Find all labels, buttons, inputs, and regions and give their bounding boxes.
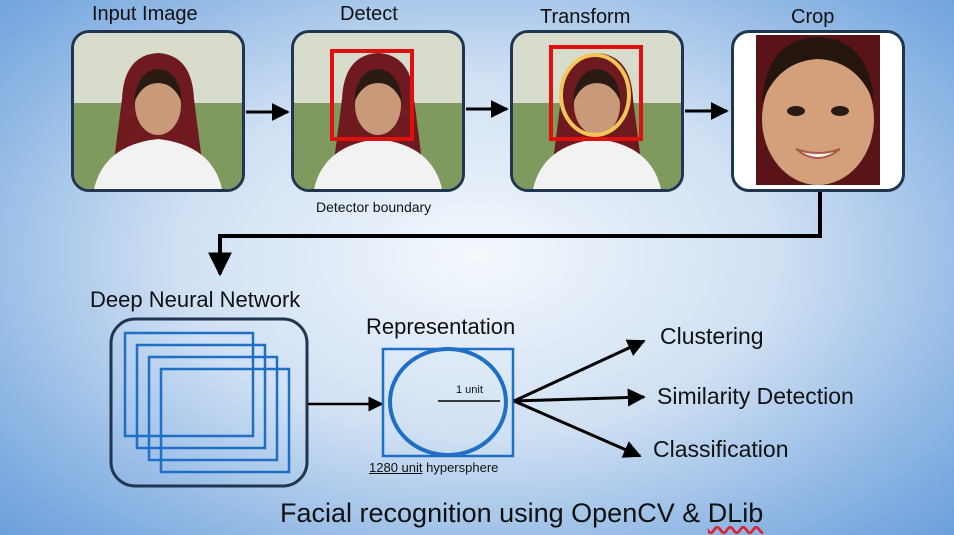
transform-frame: [510, 30, 684, 192]
hypersphere-caption: 1280 unit hypersphere: [369, 460, 498, 475]
footer-title-dlib: DLib: [707, 498, 764, 528]
transform-portrait-image: [513, 33, 681, 189]
clustering-label: Clustering: [660, 323, 764, 349]
network-layer-2: [135, 343, 267, 450]
classification-label: Classification: [653, 436, 789, 462]
arrow-to-similarity: [513, 388, 646, 407]
transform-alignment-ellipse: [559, 53, 631, 137]
input-image-frame: [71, 30, 245, 192]
hypersphere-word: hypersphere: [422, 460, 499, 475]
crop-label: Crop: [791, 6, 835, 28]
network-layer-1: [123, 331, 255, 438]
arrow-crop-to-network: [208, 192, 822, 277]
footer-title: Facial recognition using OpenCV & DLib: [280, 498, 763, 529]
hypersphere-size: 1280 unit: [369, 460, 423, 475]
network-layer-4: [159, 367, 291, 474]
deep-neural-network-label: Deep Neural Network: [90, 287, 301, 312]
crop-frame: [731, 30, 905, 192]
arrow-to-classification: [513, 399, 642, 458]
transform-detector-box: [549, 45, 643, 141]
network-frame: [109, 317, 309, 488]
input-portrait-image: [74, 33, 242, 189]
similarity-detection-label: Similarity Detection: [657, 383, 854, 409]
arrow-to-clustering: [513, 339, 646, 403]
detect-frame: [291, 30, 465, 192]
detect-portrait-image: [294, 33, 462, 189]
representation-box: [381, 347, 515, 458]
unit-label: 1 unit: [456, 384, 483, 396]
detector-box: [330, 49, 414, 141]
input-image-label: Input Image: [92, 3, 198, 25]
footer-title-main: Facial recognition using OpenCV &: [280, 498, 708, 528]
cropped-face-image: [756, 35, 880, 185]
network-layer-3: [147, 355, 279, 462]
detector-boundary-caption: Detector boundary: [316, 199, 432, 215]
transform-label: Transform: [540, 6, 631, 28]
representation-label: Representation: [366, 314, 516, 339]
detect-label: Detect: [340, 3, 398, 25]
hypersphere-circle: [388, 347, 508, 457]
